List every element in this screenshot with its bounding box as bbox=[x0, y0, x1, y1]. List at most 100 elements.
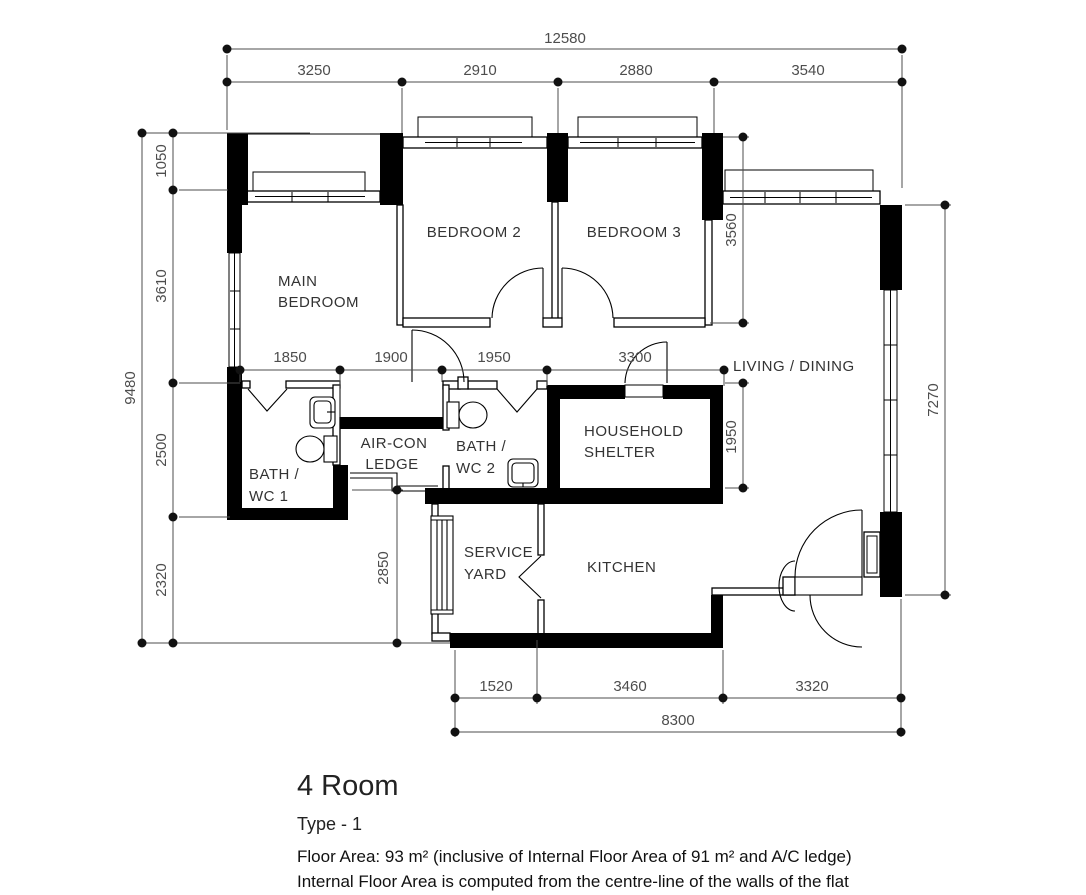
wall-corner-topleft bbox=[227, 133, 248, 205]
dim-left-total: 9480 bbox=[122, 371, 139, 404]
toilet-bath1 bbox=[295, 435, 338, 463]
label-kitchen: KITCHEN bbox=[587, 559, 656, 576]
aircon-ledge-step-edge bbox=[350, 472, 438, 492]
plan-title: 4 Room bbox=[297, 770, 399, 802]
sink-bath2 bbox=[507, 458, 539, 488]
label-aircon-2: LEDGE bbox=[365, 456, 418, 473]
wall-kitchen-right bbox=[711, 595, 723, 648]
wall-aircon-ledge bbox=[340, 417, 443, 429]
floor-plan-drawing: 12580 3250 2910 2880 3540 9480 1050 3610… bbox=[122, 30, 951, 737]
dim-left-seg-2: 3610 bbox=[153, 269, 170, 302]
door-household-shelter bbox=[624, 341, 668, 398]
wall-serviceyard-bottom bbox=[431, 632, 451, 642]
window-mainbed-top bbox=[255, 192, 365, 202]
pillar-right-upper bbox=[880, 205, 902, 290]
dim-top-total: 12580 bbox=[544, 30, 586, 47]
pillar-bedroom2-left bbox=[380, 133, 403, 205]
wall-bath1-top-right bbox=[285, 380, 341, 389]
room-labels: MAIN BEDROOM BEDROOM 2 BEDROOM 3 LIVING … bbox=[249, 224, 855, 583]
dim-left-seg-1: 1050 bbox=[153, 144, 170, 177]
door-bedroom3 bbox=[561, 267, 614, 319]
folding-door-bath1 bbox=[247, 388, 288, 412]
wall-bath2-top-c bbox=[536, 380, 548, 390]
pillar-bedroom3-right bbox=[702, 133, 723, 220]
caption-block: 4 Room Type - 1 Floor Area: 93 m² (inclu… bbox=[297, 770, 852, 892]
label-aircon-1: AIR-CON bbox=[361, 435, 428, 452]
label-shelter-1: HOUSEHOLD bbox=[584, 423, 684, 440]
label-main-bedroom-1: MAIN bbox=[278, 273, 318, 290]
label-bath2-1: BATH / bbox=[456, 438, 507, 455]
door-bedroom2 bbox=[491, 267, 544, 319]
dim-top-seg-1: 3250 bbox=[297, 62, 330, 79]
window-bedroom3-top bbox=[580, 138, 695, 147]
label-bath2-2: WC 2 bbox=[456, 460, 496, 477]
wall-bedroom3-living bbox=[704, 219, 713, 326]
door-main-bedroom bbox=[411, 329, 465, 383]
label-bath1-1: BATH / bbox=[249, 466, 300, 483]
wall-bath1-bottom bbox=[227, 508, 348, 520]
dim-mid-seg-4: 3300 bbox=[618, 349, 651, 366]
wall-shelter-right bbox=[710, 385, 723, 500]
sink-bath1 bbox=[309, 396, 336, 429]
dim-left-seg-4: 2320 bbox=[153, 563, 170, 596]
label-living-dining: LIVING / DINING bbox=[733, 358, 855, 375]
windows bbox=[228, 138, 898, 513]
dim-mid-seg-3: 1950 bbox=[477, 349, 510, 366]
folding-door-bath2 bbox=[496, 388, 538, 413]
label-shelter-2: SHELTER bbox=[584, 444, 656, 461]
door-jamb-mainbed bbox=[457, 376, 469, 390]
dim-top-seg-2: 2910 bbox=[463, 62, 496, 79]
wall-shelter-left bbox=[547, 385, 560, 500]
label-bedroom2: BEDROOM 2 bbox=[427, 224, 522, 241]
dim-right-total: 7270 bbox=[925, 383, 942, 416]
wall-kitchen-top bbox=[425, 488, 723, 504]
ledge-living bbox=[724, 169, 874, 192]
dim-bottom-seg-3: 3320 bbox=[795, 678, 828, 695]
dim-mid-seg-2: 1900 bbox=[374, 349, 407, 366]
laundry-rack bbox=[430, 515, 454, 615]
dim-shelter-height: 1950 bbox=[723, 420, 740, 453]
door-jamb-entrance bbox=[782, 576, 796, 596]
dimension-labels: 12580 3250 2910 2880 3540 9480 1050 3610… bbox=[122, 30, 942, 729]
door-main-entrance bbox=[778, 509, 863, 648]
dimension-dots bbox=[137, 44, 950, 737]
window-living-right bbox=[883, 289, 898, 513]
wall-stub-doors bbox=[542, 317, 563, 328]
wall-left-upper bbox=[227, 190, 242, 253]
wall-bath1-right-lower bbox=[333, 465, 348, 520]
wall-bath2-top-b bbox=[467, 380, 498, 390]
floor-area-note: Floor Area: 93 m² (inclusive of Internal… bbox=[297, 847, 852, 866]
entrance-side-panel-inner bbox=[866, 535, 878, 574]
dim-bottom-seg-2: 3460 bbox=[613, 678, 646, 695]
pillar-right-lower bbox=[880, 512, 902, 597]
window-bedroom2-top bbox=[425, 138, 522, 147]
ledge-bedroom3 bbox=[577, 116, 698, 138]
label-serviceyard-1: SERVICE bbox=[464, 544, 533, 561]
dim-mid-seg-1: 1850 bbox=[273, 349, 306, 366]
wall-bath1-top-left bbox=[241, 380, 251, 389]
window-mainbed-left bbox=[228, 252, 241, 368]
ledge-main-bedroom bbox=[252, 171, 366, 192]
wall-shelter-top-right bbox=[663, 385, 723, 399]
wall-mainbed-bedroom2 bbox=[396, 204, 404, 326]
label-main-bedroom-2: BEDROOM bbox=[278, 294, 359, 311]
dim-left-seg-3: 2500 bbox=[153, 433, 170, 466]
dim-top-seg-3: 2880 bbox=[619, 62, 652, 79]
label-serviceyard-2: YARD bbox=[464, 566, 507, 583]
wall-bedroom2-bottom bbox=[402, 317, 491, 328]
doors bbox=[247, 267, 863, 648]
dim-service-height: 2850 bbox=[375, 551, 392, 584]
wall-serviceyard-kitchen-lower bbox=[537, 599, 545, 635]
internal-area-note: Internal Floor Area is computed from the… bbox=[297, 872, 849, 891]
wall-shelter-top-left bbox=[547, 385, 625, 399]
pillar-bedroom2-3 bbox=[547, 133, 568, 202]
fixtures bbox=[295, 396, 539, 615]
label-bedroom3: BEDROOM 3 bbox=[587, 224, 682, 241]
wall-left-lower bbox=[227, 367, 242, 520]
wall-bath2-left-lower bbox=[442, 465, 450, 491]
structural-walls bbox=[227, 133, 902, 648]
wall-bedroom2-bedroom3 bbox=[551, 201, 559, 326]
window-living-top bbox=[730, 192, 872, 203]
folding-door-serviceyard bbox=[518, 555, 542, 599]
